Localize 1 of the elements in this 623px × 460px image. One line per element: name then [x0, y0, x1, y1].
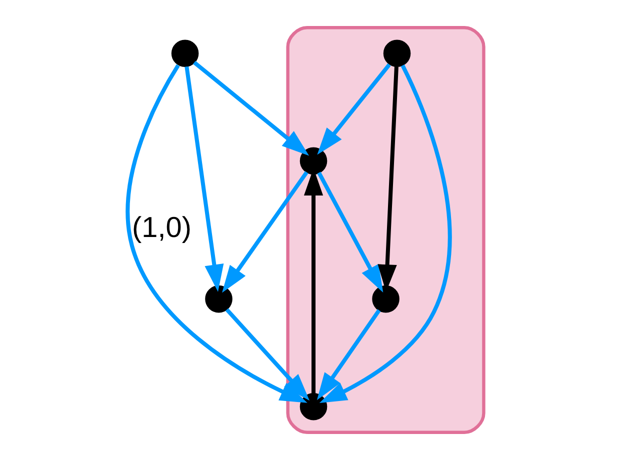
edge-label: (1,0) — [132, 212, 191, 244]
